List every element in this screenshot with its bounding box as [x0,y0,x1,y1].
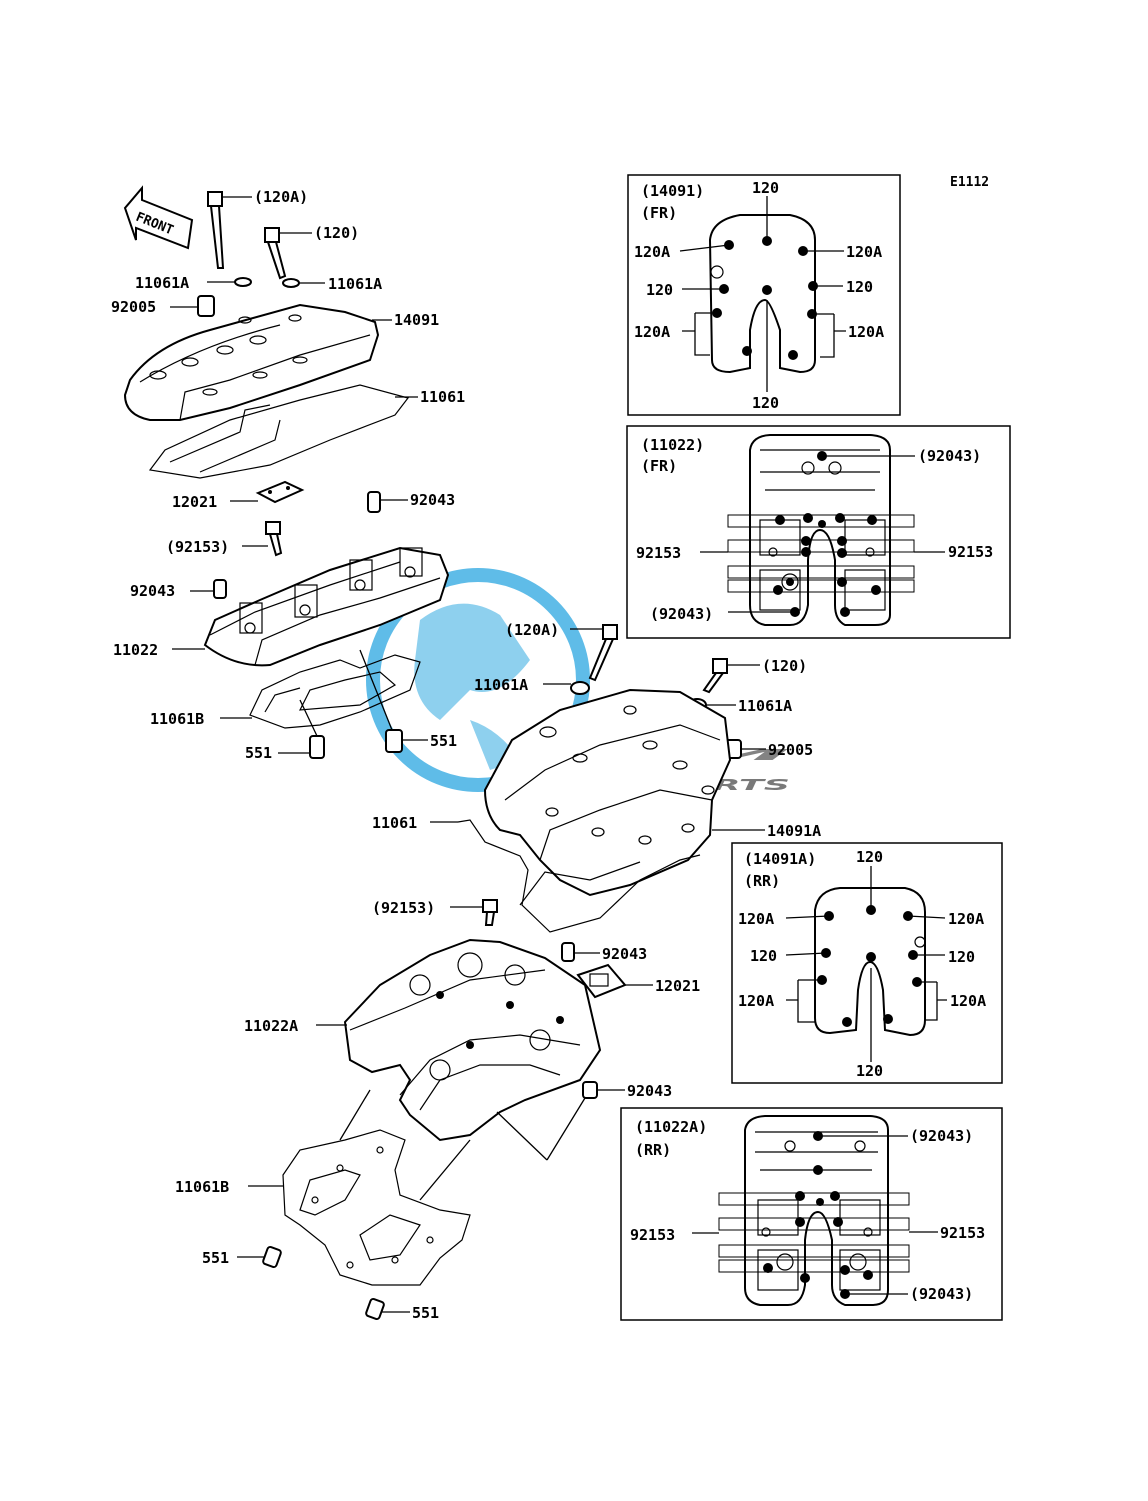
label-11061A-right: 11061A [328,275,382,293]
label-14091A: 14091A [767,822,821,840]
inset-rr-head-left: 92153 [630,1226,675,1244]
label-11061B-top: 11061B [150,710,204,728]
label-14091: 14091 [394,311,439,329]
dowel-92005-top-icon [197,295,215,317]
bolt-92153-top-icon [265,521,283,557]
gasket-11061B-low-icon [282,1129,471,1286]
gasket-11061-mid-icon [457,819,701,933]
label-551-c: 551 [202,1249,229,1267]
label-120-top: (120) [314,224,359,242]
label-11061-mid: 11061 [372,814,417,832]
washer-11061A-mid-left-icon [570,681,590,695]
washer-11061A-left-icon [234,277,252,287]
dowel-92043-top-icon [367,491,381,513]
label-92043-low: 92043 [627,1082,672,1100]
inset-fr-head-bottom-left: (92043) [650,605,713,623]
label-120A-top: (120A) [254,188,308,206]
label-551-b: 551 [430,732,457,750]
label-92005-top: 92005 [111,298,156,316]
label-551-d: 551 [412,1304,439,1322]
inset-fr-cover-bottom: 120 [752,394,779,412]
inset-fr-cover: (14091) (FR) 120 120 120A 120A 120 120 1… [627,174,901,416]
inset-rr-cover-title: (14091A) [744,850,816,868]
inset-fr-cover-left-c: 120A [634,323,670,341]
inset-fr-cover-left-b: 120 [646,281,673,299]
inset-fr-head-side: (FR) [641,457,677,475]
cylinder-head-cover-14091-icon [123,303,380,421]
gasket-11061B-top-icon [249,654,421,729]
inset-rr-cover-bottom: 120 [856,1062,883,1080]
inset-rr-cover-right-b: 120 [948,948,975,966]
inset-rr-cover-left-b: 120 [750,947,777,965]
plug-551-c-icon [262,1245,282,1269]
label-11061-top: 11061 [420,388,465,406]
inset-rr-head-top-right: (92043) [910,1127,973,1145]
front-arrow-icon: FRONT [123,185,194,250]
inset-rr-head-bottom-right: (92043) [910,1285,973,1303]
inset-rr-cover-top: 120 [856,848,883,866]
dowel-92043-low-icon [582,1081,598,1099]
label-92153-top: (92153) [166,538,229,556]
inset-rr-cover-left-a: 120A [738,910,774,928]
inset-rr-head-title: (11022A) [635,1118,707,1136]
bolt-120-mid-icon [702,658,728,694]
inset-rr-head: (11022A) (RR) (92043) 92153 92153 (92043… [620,1107,1003,1321]
dowel-92043-left-icon [213,579,227,599]
dowel-92043-mid-icon [561,942,575,962]
inset-fr-head-top-right: (92043) [918,447,981,465]
label-92043-top: 92043 [410,491,455,509]
inset-rr-cover-right-c: 120A [950,992,986,1010]
plug-551-a-icon [309,735,325,759]
plug-551-d-icon [365,1297,385,1321]
inset-fr-cover-left-a: 120A [634,243,670,261]
inset-rr-cover-left-c: 120A [738,992,774,1010]
inset-fr-cover-right-c: 120A [848,323,884,341]
label-92043-left: 92043 [130,582,175,600]
label-11061A-mid-left: 11061A [474,676,528,694]
inset-rr-head-right: 92153 [940,1224,985,1242]
gasket-11061-top-icon [148,384,410,479]
bolt-120A-mid-icon [588,624,618,682]
label-92153-mid: (92153) [372,899,435,917]
bolt-92153-mid-icon [482,899,498,926]
label-11022: 11022 [113,641,158,659]
inset-fr-cover-right-a: 120A [846,243,882,261]
inset-rr-cover: (14091A) (RR) 120 120 120A 120A 120 120 … [731,842,1003,1084]
label-11061B-low: 11061B [175,1178,229,1196]
label-551-a: 551 [245,744,272,762]
inset-fr-cover-side: (FR) [641,204,677,222]
inset-fr-cover-top: 120 [752,179,779,197]
cylinder-head-11022-icon [203,546,450,667]
label-11061A-mid-right: 11061A [738,697,792,715]
label-12021-top: 12021 [172,493,217,511]
inset-fr-head: (11022) (FR) (92043) 92153 92153 (92043) [626,425,1011,639]
bolt-120-top-icon [264,227,287,280]
inset-fr-cover-right-b: 120 [846,278,873,296]
label-120-mid: (120) [762,657,807,675]
inset-rr-cover-side: (RR) [744,872,780,890]
label-120A-mid: (120A) [505,621,559,639]
inset-fr-head-right: 92153 [948,543,993,561]
label-11022A: 11022A [244,1017,298,1035]
label-12021-mid: 12021 [655,977,700,995]
cylinder-head-cover-14091A-icon [483,688,732,897]
plate-12021-top-icon [255,480,305,504]
inset-fr-cover-title: (14091) [641,182,704,200]
washer-11061A-right-icon [282,278,300,288]
label-92005-mid: 92005 [768,741,813,759]
diagram-code: E1112 [950,175,989,190]
inset-fr-head-left: 92153 [636,544,681,562]
cylinder-head-11022A-icon [343,938,602,1142]
plug-551-b-icon [385,729,403,753]
label-92043-mid: 92043 [602,945,647,963]
inset-rr-head-side: (RR) [635,1141,671,1159]
bolt-120A-top-icon [207,191,225,269]
label-11061A-left: 11061A [135,274,189,292]
inset-rr-cover-right-a: 120A [948,910,984,928]
inset-fr-head-title: (11022) [641,436,704,454]
